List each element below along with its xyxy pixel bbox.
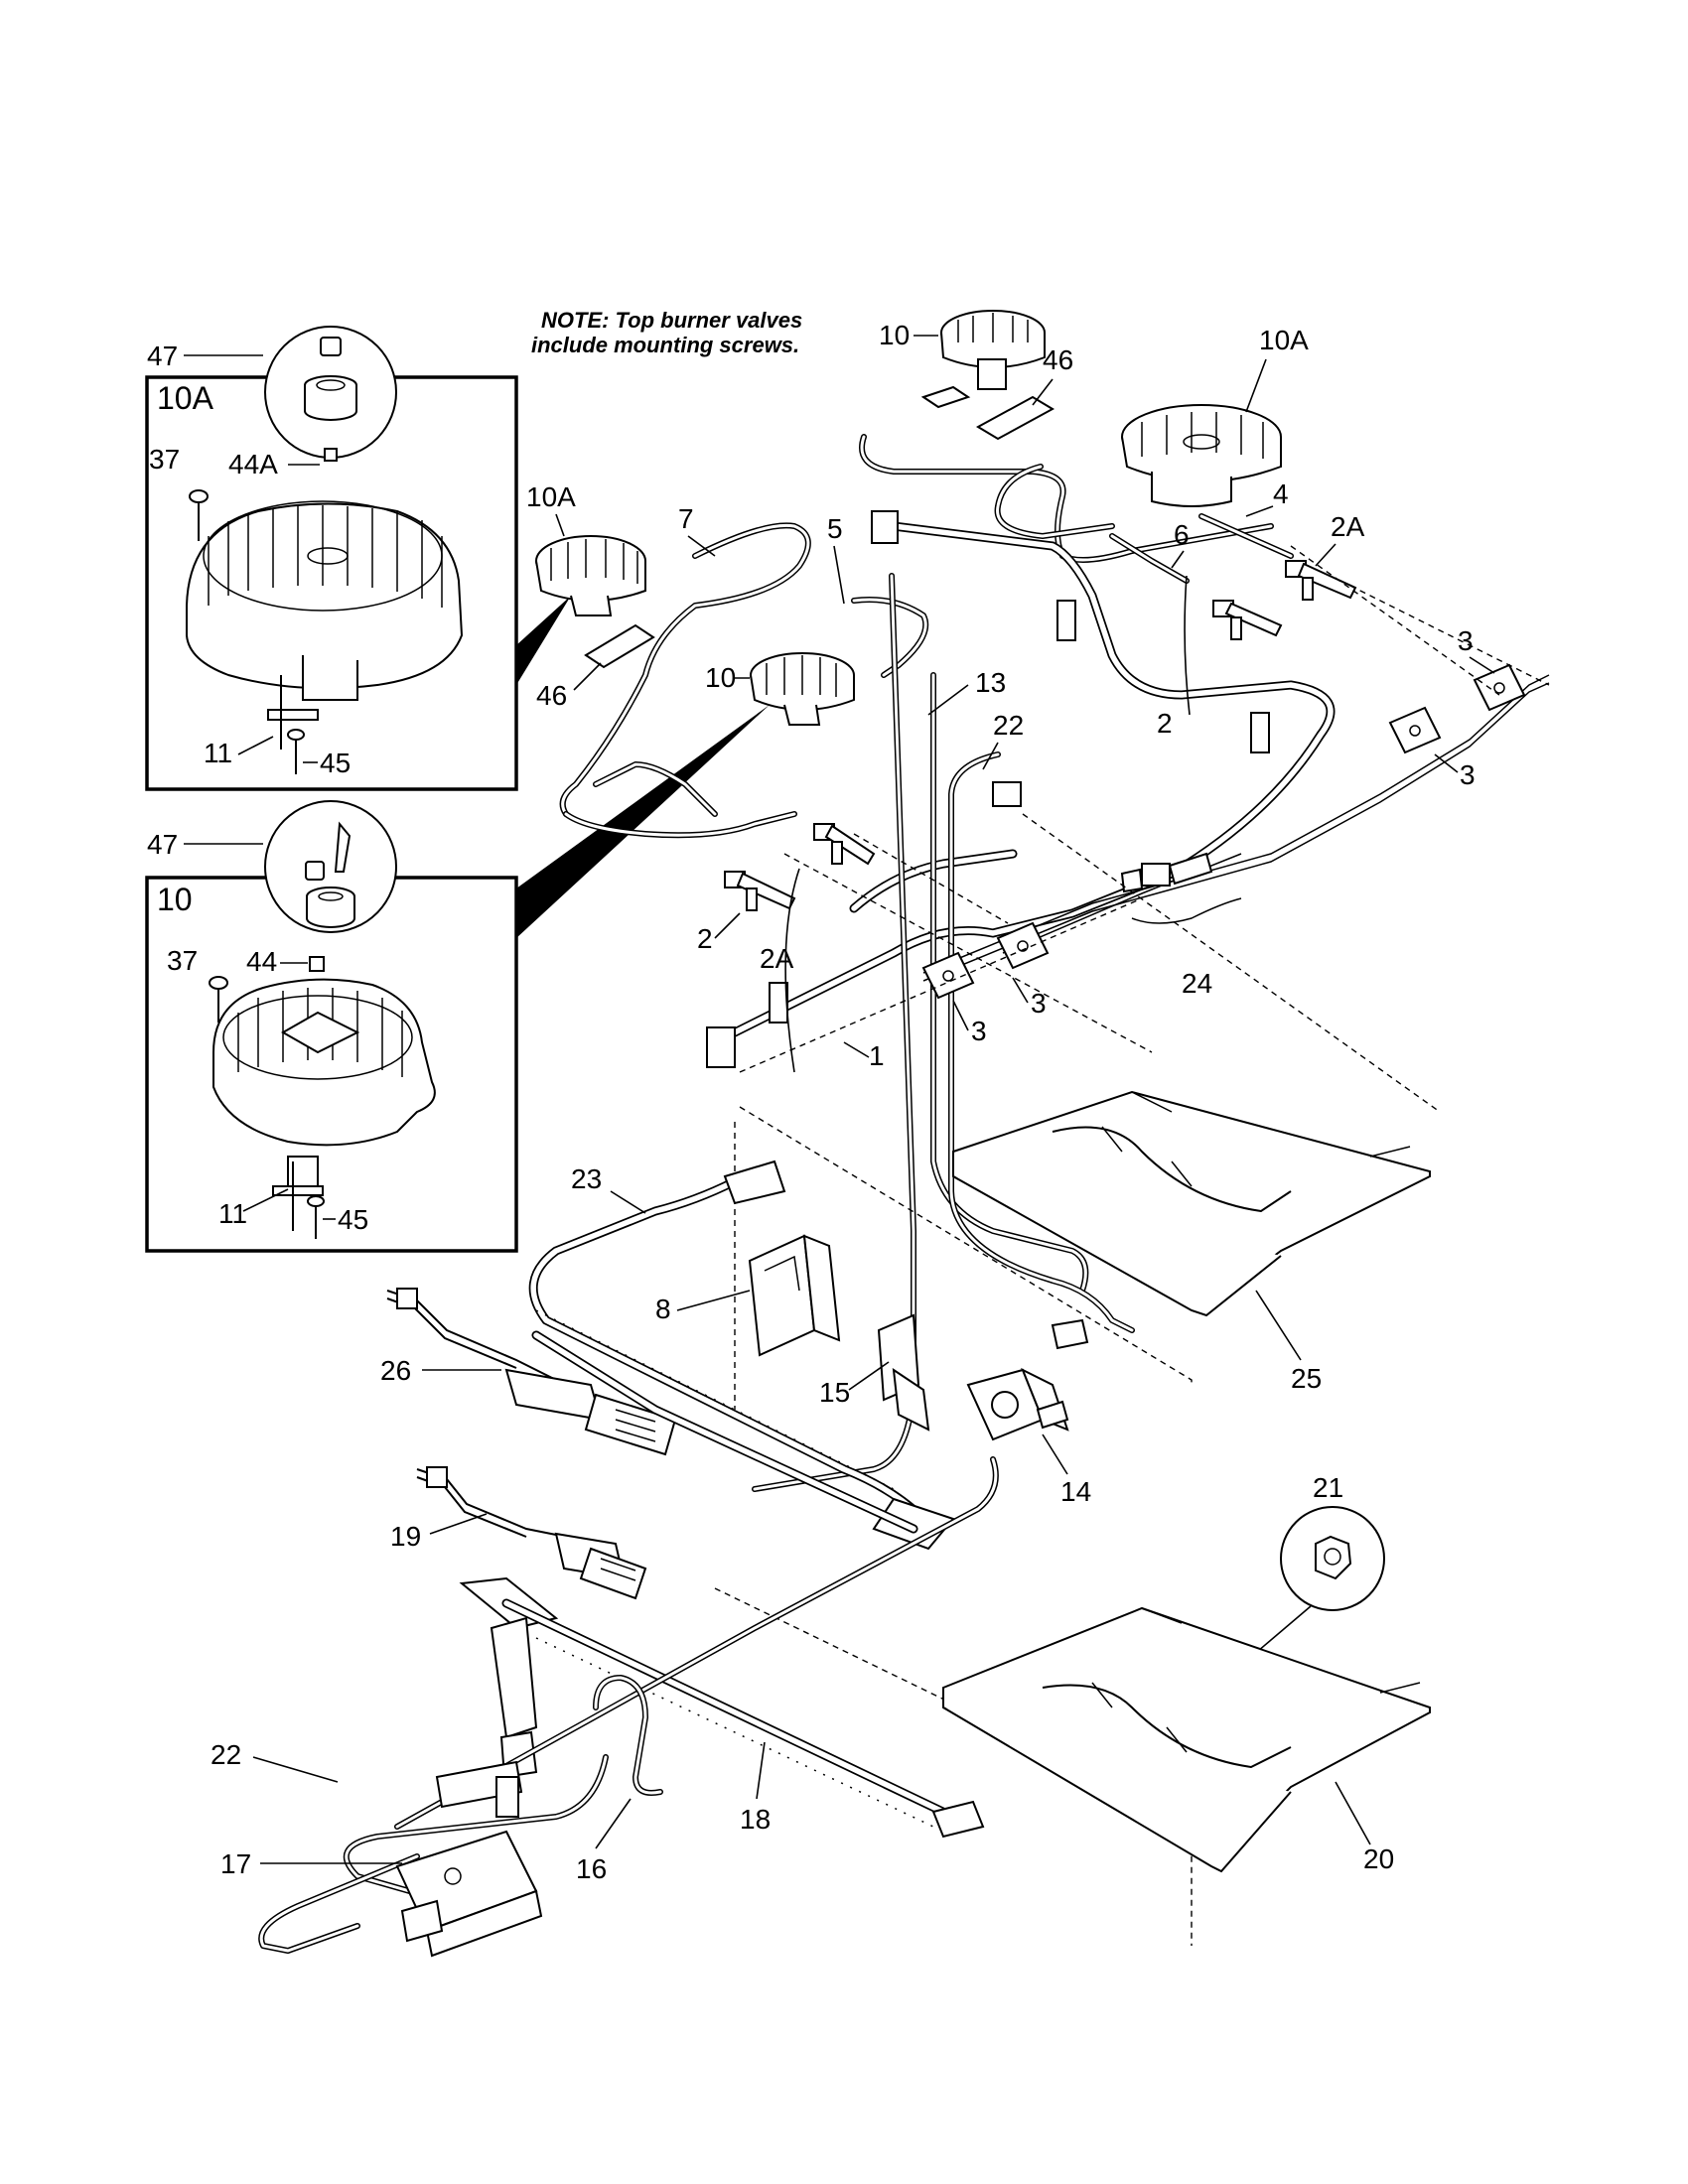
inset-10: 10 47 37 44	[145, 800, 518, 1253]
fitting-2a-left	[813, 823, 876, 866]
burner-head-10a-right	[1121, 404, 1282, 507]
safety-valve-17	[395, 1760, 543, 1958]
heat-shield-20	[942, 1606, 1431, 1873]
callout-4: 4	[1273, 478, 1289, 509]
callout-10-top: 10	[879, 320, 910, 350]
control-module-8	[748, 1234, 841, 1357]
callout-46-top: 46	[1043, 344, 1073, 375]
tube-22-return	[258, 1853, 420, 1954]
callout-45-a: 45	[320, 748, 351, 778]
tubing-7-5	[559, 522, 929, 839]
callout-37-b: 37	[167, 945, 198, 976]
ignitor-clip-3-b	[1388, 706, 1442, 754]
burner-bar-upper	[531, 1330, 918, 1534]
callout-26: 26	[380, 1355, 411, 1386]
burner-head-10-inset	[212, 978, 436, 1231]
burner-head-10a-inset	[186, 500, 464, 750]
inset-10-detail-circle	[264, 800, 397, 933]
callout-19: 19	[390, 1521, 421, 1552]
inset-10a-title: 10A	[157, 380, 214, 416]
orifice-47-b	[305, 821, 355, 928]
callout-45-b: 45	[338, 1204, 368, 1235]
callout-25: 25	[1291, 1363, 1322, 1394]
callout-37-a: 37	[149, 444, 180, 475]
callout-21: 21	[1313, 1472, 1343, 1503]
tubing-top	[859, 434, 1294, 584]
tube-22-top	[948, 751, 1135, 1333]
callout-10a-left: 10A	[526, 481, 576, 512]
fitting-2-left	[724, 871, 796, 911]
note-line-2: include mounting screws.	[531, 333, 799, 357]
callout-14: 14	[1060, 1476, 1091, 1507]
callout-3-b: 3	[1460, 759, 1476, 790]
callout-labels: 10A 7 5 46 10 13 22 10 46 10A 4 6 2A 3 2…	[211, 320, 1495, 1884]
coupling-24	[1120, 852, 1242, 924]
inset-10-title: 10	[157, 882, 193, 917]
callout-16: 16	[576, 1853, 607, 1884]
callout-8: 8	[655, 1294, 671, 1324]
burner-tube-23	[528, 1160, 955, 1551]
fitting-2a-right	[1285, 560, 1357, 601]
callout-10a-right: 10A	[1259, 325, 1309, 355]
callout-18: 18	[740, 1804, 771, 1835]
callout-3-d: 3	[971, 1016, 987, 1046]
bake-burner-18	[459, 1576, 985, 1839]
burner-head-10-top	[920, 310, 1046, 409]
pressure-regulator-14	[966, 1318, 1089, 1441]
screw-45-a	[287, 729, 305, 774]
callout-1: 1	[869, 1040, 885, 1071]
callout-3-c: 3	[1031, 988, 1047, 1019]
orifice-44a	[324, 448, 338, 462]
ignitor-clip-3-d	[996, 921, 1050, 970]
callout-13: 13	[975, 667, 1006, 698]
burner-head-10a-mid	[535, 535, 646, 616]
tube-16	[593, 1675, 663, 1796]
orifice-47-a	[304, 337, 357, 421]
bracket-46-left	[584, 623, 655, 669]
callout-6: 6	[1174, 519, 1190, 550]
callout-5: 5	[827, 513, 843, 544]
callout-44: 44	[246, 946, 277, 977]
callout-20: 20	[1363, 1843, 1394, 1874]
heat-shield-25	[952, 1090, 1431, 1317]
callout-17: 17	[220, 1848, 251, 1879]
callout-24: 24	[1182, 968, 1212, 999]
fitting-2-right	[1212, 600, 1283, 640]
callout-23: 23	[571, 1163, 602, 1194]
screw-45-b	[307, 1195, 325, 1239]
bracket-15	[877, 1313, 930, 1432]
callout-2a-right: 2A	[1331, 511, 1365, 542]
note-line-1: NOTE: Top burner valves	[541, 308, 802, 333]
igniter-19	[416, 1466, 647, 1600]
callout-10-mid: 10	[705, 662, 736, 693]
igniter-26	[386, 1288, 677, 1456]
callout-2-right: 2	[1157, 708, 1173, 739]
alignment-lines	[714, 545, 1550, 1946]
callout-2-left: 2	[697, 923, 713, 954]
burner-head-10-mid	[750, 652, 855, 726]
screw-37-a	[189, 489, 209, 541]
ignitor-clip-3-a	[1473, 663, 1526, 712]
callout-3-a: 3	[1458, 625, 1474, 656]
callout-22-top: 22	[993, 710, 1024, 741]
callout-11-b: 11	[218, 1198, 247, 1229]
bracket-46-top	[975, 395, 1055, 441]
callout-46-left: 46	[536, 680, 567, 711]
callout-7: 7	[678, 503, 694, 534]
callout-2a-left: 2A	[760, 943, 794, 974]
screw-37-b	[209, 976, 228, 1023]
inset-10-pointer	[516, 705, 770, 938]
callout-11-a: 11	[204, 738, 232, 768]
callout-47-b: 47	[147, 829, 178, 860]
callout-15: 15	[819, 1377, 850, 1408]
callout-47-a: 47	[147, 341, 178, 371]
inset-10a: 10A 47 37 44A	[145, 326, 518, 791]
callout-22-bottom: 22	[211, 1739, 241, 1770]
orifice-44	[309, 956, 325, 972]
inset-10a-pointer	[516, 596, 571, 685]
callout-44a: 44A	[228, 449, 278, 479]
